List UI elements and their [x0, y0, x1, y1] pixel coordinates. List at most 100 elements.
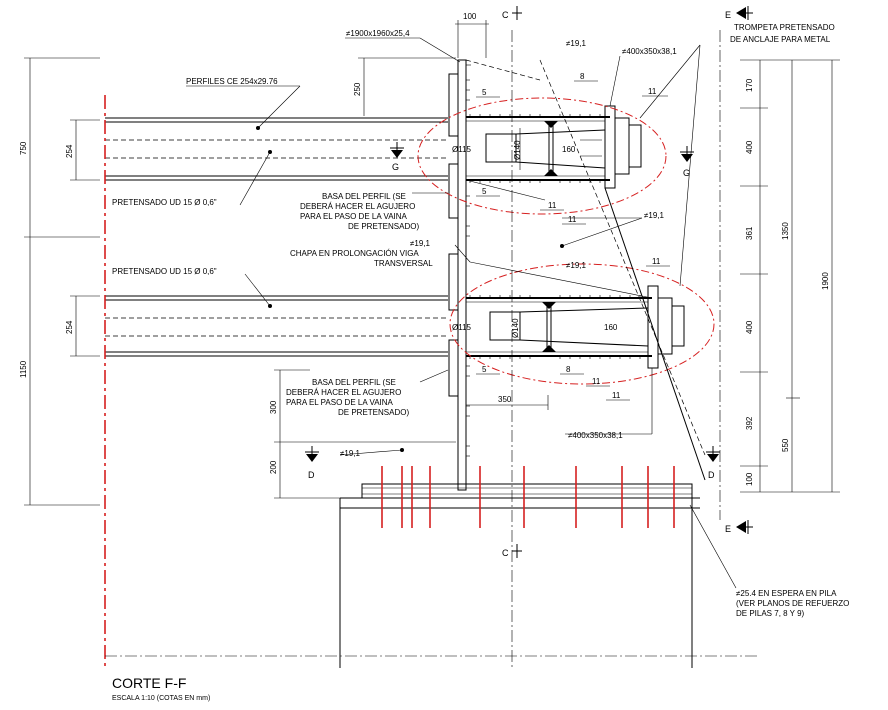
vertical-plate [448, 59, 471, 491]
detail-ellipse-top [417, 97, 667, 215]
detail-ellipse-bottom [449, 263, 715, 385]
label-plate-19-e: ≠19,1 [340, 449, 361, 458]
svg-text:PARA EL PASO DE LA VAINA: PARA EL PASO DE LA VAINA [300, 212, 408, 221]
dim-250: 250 [353, 57, 456, 116]
section-marker-g-right: G [680, 146, 694, 178]
anchor-assembly-top [466, 105, 642, 189]
section-marker-e-top: E [725, 6, 753, 20]
weld-5-b: 5 [482, 187, 487, 196]
svg-text:G: G [683, 168, 690, 178]
label-espera: ≠25.4 EN ESPERA EN PILA (VER PLANOS DE R… [736, 589, 849, 618]
svg-text:BASA DEL PERFIL (SE: BASA DEL PERFIL (SE [312, 378, 396, 387]
weld-8-a: 8 [580, 72, 585, 81]
dim-160-b: 160 [604, 323, 618, 332]
label-base-perfil-1: BASA DEL PERFIL (SE DEBERÁ HACER EL AGUJ… [300, 192, 419, 231]
dim-254-a-text: 254 [65, 144, 74, 158]
svg-text:≠25.4 EN ESPERA EN PILA: ≠25.4 EN ESPERA EN PILA [736, 589, 837, 598]
dim-392-text: 392 [745, 416, 754, 430]
label-pretensado-1: PRETENSADO UD 15 Ø 0,6" [112, 198, 217, 207]
svg-text:PARA EL PASO DE LA VAINA: PARA EL PASO DE LA VAINA [286, 398, 394, 407]
label-trompeta: TROMPETA PRETENSADO DE ANCLAJE PARA META… [730, 23, 835, 44]
label-plate-19-a: ≠19,1 [566, 39, 587, 48]
dim-750-text: 750 [19, 141, 28, 155]
dim-350-text: 350 [498, 395, 512, 404]
dia-115-b: Ø115 [452, 323, 472, 332]
dim-300-text: 300 [269, 400, 278, 414]
svg-text:DEBERÁ HACER EL AGUJERO: DEBERÁ HACER EL AGUJERO [300, 202, 415, 211]
anchor-assembly-bottom [466, 285, 685, 369]
weld-8-b: 8 [566, 365, 571, 374]
svg-text:TROMPETA PRETENSADO: TROMPETA PRETENSADO [734, 23, 835, 32]
svg-text:E: E [725, 10, 731, 20]
label-pretensado-2: PRETENSADO UD 15 Ø 0,6" [112, 267, 217, 276]
svg-text:BASA DEL PERFIL (SE: BASA DEL PERFIL (SE [322, 192, 406, 201]
dim-254-b-text: 254 [65, 320, 74, 334]
pier-base [339, 466, 700, 668]
label-base-perfil-2: BASA DEL PERFIL (SE DEBERÁ HACER EL AGUJ… [286, 378, 409, 417]
svg-text:C: C [502, 548, 509, 558]
dia-115-a: Ø115 [452, 145, 472, 154]
dim-100-bottom-text: 100 [745, 472, 754, 486]
label-plate-19-b: ≠19,1 [410, 239, 431, 248]
dim-400-b-text: 400 [745, 320, 754, 334]
svg-text:(VER PLANOS DE REFUERZO: (VER PLANOS DE REFUERZO [736, 599, 849, 608]
section-marker-d-right: D [706, 446, 720, 480]
section-marker-c-bottom: C [502, 544, 522, 558]
svg-text:DE PRETENSADO): DE PRETENSADO) [348, 222, 419, 231]
label-plate-19-c: ≠19,1 [644, 211, 665, 220]
weld-hatch [469, 114, 641, 359]
dim-300-200: 300 200 [269, 369, 456, 499]
label-plate-19-d: ≠19,1 [566, 261, 587, 270]
svg-text:D: D [708, 470, 715, 480]
weld-symbols: 5 5 5 8 8 11 11 11 11 11 11 [476, 72, 670, 401]
weld-11-e: 11 [592, 377, 601, 386]
weld-11-c: 11 [568, 215, 577, 224]
weld-11-f: 11 [612, 391, 621, 400]
weld-ticks-vertical [466, 79, 470, 457]
label-chapa: CHAPA EN PROLONGACIÓN VIGA TRANSVERSAL [290, 249, 433, 268]
label-plate-anchor-top: ≠400x350x38,1 [622, 47, 677, 56]
weld-11-a: 11 [648, 87, 657, 96]
svg-text:DE ANCLAJE PARA METAL: DE ANCLAJE PARA METAL [730, 35, 831, 44]
dim-left-chain: 750 1150 254 254 [19, 57, 100, 506]
svg-text:C: C [502, 10, 509, 20]
label-perfiles: PERFILES CE 254x29.76 [186, 77, 278, 86]
dim-1150-text: 1150 [19, 360, 28, 378]
dim-160-a: 160 [562, 145, 576, 154]
dim-200-text: 200 [269, 460, 278, 474]
svg-text:DE PILAS 7, 8 Y 9): DE PILAS 7, 8 Y 9) [736, 609, 805, 618]
dim-right-chain: 170 400 361 400 392 100 1350 550 1900 [740, 59, 840, 493]
dia-140-b: Ø140 [511, 318, 520, 338]
svg-text:E: E [725, 524, 731, 534]
section-marker-d-left: D [305, 446, 319, 480]
label-plate-top: ≠1900x1960x25,4 [346, 29, 410, 38]
label-plate-anchor-bottom: ≠400x350x38,1 [568, 431, 623, 440]
drawing-title: CORTE F-F [112, 675, 186, 691]
dim-1900-text: 1900 [821, 272, 830, 290]
dim-100-top-text: 100 [463, 12, 477, 21]
dim-250-text: 250 [353, 82, 362, 96]
anchor-bars [381, 466, 675, 528]
svg-text:G: G [392, 162, 399, 172]
drawing-subtitle: ESCALA 1:10 (COTAS EN mm) [112, 695, 210, 702]
diagonal-lines [465, 59, 706, 481]
section-marker-e-bottom: E [725, 520, 753, 534]
svg-text:TRANSVERSAL: TRANSVERSAL [374, 259, 433, 268]
svg-text:DEBERÁ HACER EL AGUJERO: DEBERÁ HACER EL AGUJERO [286, 388, 401, 397]
weld-11-b: 11 [548, 201, 557, 210]
profile-beams [105, 117, 448, 357]
weld-11-d: 11 [652, 257, 661, 266]
svg-text:DE PRETENSADO): DE PRETENSADO) [338, 408, 409, 417]
dim-100-top: 100 [455, 12, 489, 58]
dim-170-text: 170 [745, 78, 754, 92]
weld-5-a: 5 [482, 88, 487, 97]
section-marker-c-top: C [502, 6, 522, 20]
dim-350: 350 [466, 395, 549, 410]
section-marker-g-left: G [390, 142, 404, 172]
weld-5-c: 5 [482, 365, 487, 374]
dim-550-text: 550 [781, 438, 790, 452]
dim-400-a-text: 400 [745, 140, 754, 154]
svg-text:CHAPA EN PROLONGACIÓN VIGA: CHAPA EN PROLONGACIÓN VIGA [290, 249, 419, 258]
svg-text:D: D [308, 470, 315, 480]
